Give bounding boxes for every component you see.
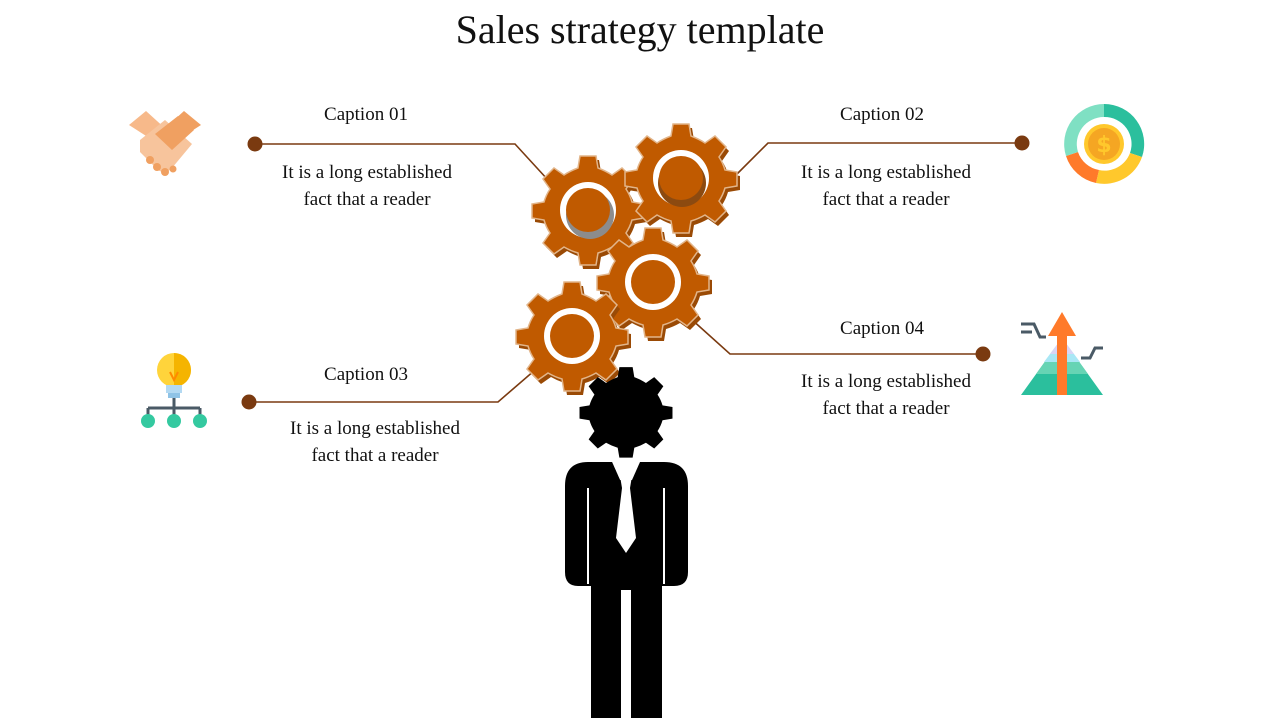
caption-04-description-line1: It is a long established (801, 371, 971, 392)
caption-03-description: It is a long established fact that a rea… (245, 415, 505, 469)
caption-03-description-line1: It is a long established (290, 418, 460, 439)
handshake-icon (129, 111, 201, 176)
caption-02-description-line2: fact that a reader (822, 189, 950, 210)
dollar-donut-icon: $ (1064, 103, 1145, 184)
connector-dot-03 (241, 394, 257, 410)
caption-01-description: It is a long established fact that a rea… (237, 159, 497, 213)
connector-dots (241, 135, 1030, 410)
connector-dot-01 (247, 136, 263, 152)
caption-02-label: Caption 02 (840, 104, 924, 125)
gear-icon-middle (596, 227, 712, 341)
businessman-silhouette-icon (565, 367, 688, 718)
gear-icon-top-right (624, 123, 740, 237)
gear-cluster (515, 123, 740, 395)
caption-02-description: It is a long established fact that a rea… (756, 159, 1016, 213)
caption-03-label: Caption 03 (324, 364, 408, 385)
svg-text:$: $ (1096, 133, 1111, 158)
connector-line-04 (689, 317, 983, 355)
connector-dot-02 (1014, 135, 1030, 151)
caption-04-description-line2: fact that a reader (822, 398, 950, 419)
connector-line-03 (249, 369, 536, 403)
caption-01-description-line2: fact that a reader (303, 189, 431, 210)
connector-line-02 (734, 142, 1022, 177)
connector-line-01 (255, 143, 549, 181)
gear-icon-top-left (531, 155, 647, 269)
caption-04-label: Caption 04 (840, 318, 924, 339)
lightbulb-network-icon (141, 353, 207, 428)
gear-head-icon (579, 367, 673, 458)
gear-icon-bottom-left (515, 281, 631, 395)
caption-04-description: It is a long established fact that a rea… (756, 368, 1016, 422)
caption-01-label: Caption 01 (324, 104, 408, 125)
connector-lines (249, 142, 1022, 403)
caption-02-description-line1: It is a long established (801, 162, 971, 183)
slide-title: Sales strategy template (455, 7, 825, 52)
caption-01-description-line1: It is a long established (282, 162, 452, 183)
connector-dot-04 (975, 346, 991, 362)
growth-pyramid-icon (1021, 312, 1103, 395)
caption-03-description-line2: fact that a reader (311, 445, 439, 466)
